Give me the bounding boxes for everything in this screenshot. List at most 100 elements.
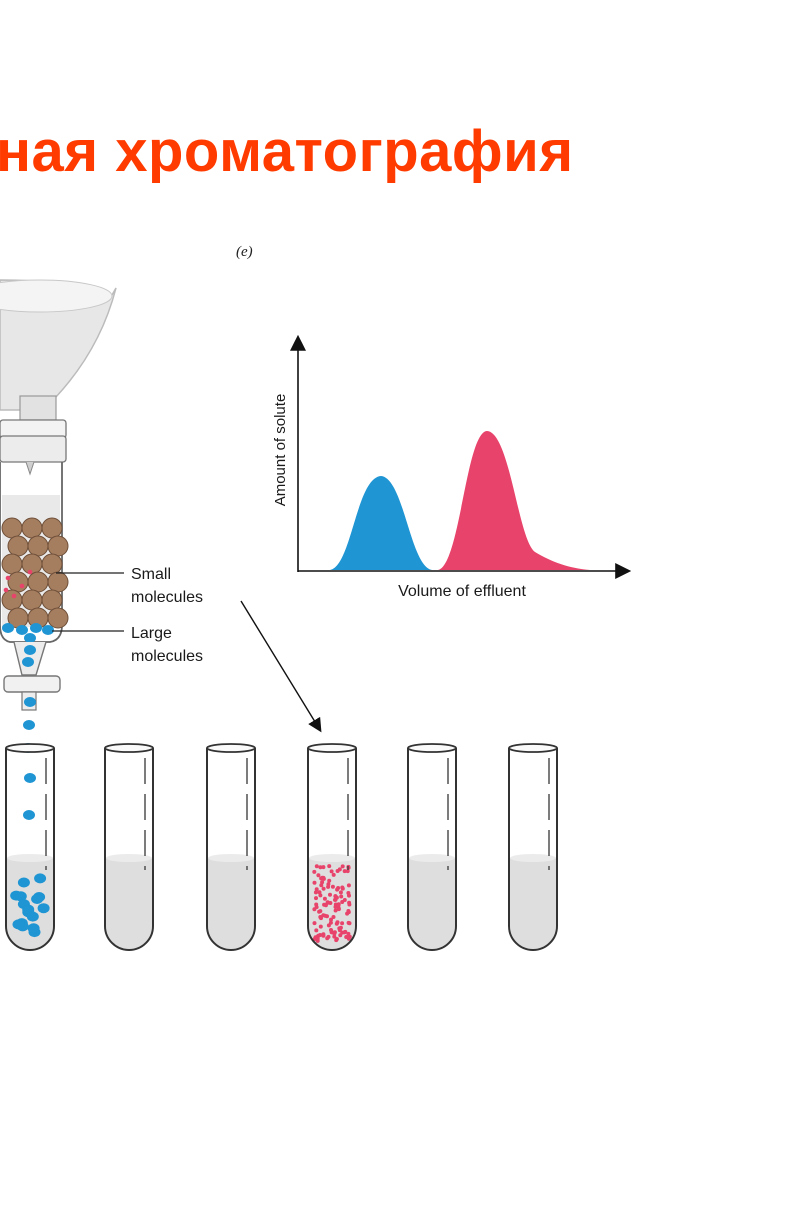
small-molecule-dot: [314, 887, 319, 892]
small-molecule-dot: [332, 931, 337, 936]
tube-rim: [206, 743, 256, 753]
column-packing-beads: [1, 517, 69, 643]
small-molecule-dot: [316, 873, 321, 878]
small-molecule-dot: [325, 900, 330, 905]
small-molecule-dot: [314, 902, 319, 907]
packing-bead: [41, 589, 63, 611]
small-molecule-dot: [19, 583, 25, 589]
large-molecule-drop: [24, 773, 36, 783]
small-molecule-dot: [319, 916, 323, 921]
packing-bead: [1, 517, 23, 539]
small-molecule-dot: [319, 883, 324, 888]
small-molecule-dot: [314, 896, 318, 901]
small-molecule-dot: [339, 894, 344, 899]
test-tube-6: [508, 743, 558, 951]
small-molecule-dot: [321, 886, 326, 891]
large-molecule-dot: [16, 625, 28, 635]
tube-liquid: [106, 858, 152, 949]
graph-x-axis-label: Volume of effluent: [398, 583, 526, 600]
tube-liquid-surface: [409, 854, 455, 862]
small-molecule-dot: [312, 880, 317, 885]
tube-glass: [508, 748, 558, 951]
small-molecule-dot: [331, 915, 336, 919]
packing-bead: [21, 589, 43, 611]
small-molecule-dot: [320, 875, 325, 880]
packing-bead: [7, 535, 29, 557]
small-molecule-dot: [27, 569, 33, 575]
small-molecule-dot: [332, 934, 337, 939]
large-molecule-dot: [26, 911, 39, 922]
packing-bead: [47, 571, 69, 593]
column-outlet: [3, 641, 61, 711]
small-molecule-dot: [314, 864, 319, 869]
tube-rim: [104, 743, 154, 753]
small-molecule-dot: [328, 901, 333, 905]
small-molecule-dot: [345, 869, 350, 874]
small-molecule-dot: [331, 872, 336, 877]
small-molecule-dot: [340, 921, 345, 926]
small-molecule-dot: [312, 921, 317, 926]
small-molecules-label-line1: Small: [131, 566, 171, 583]
large-molecule-dot: [37, 903, 50, 914]
tube-rim: [407, 743, 457, 753]
packing-bead: [27, 571, 49, 593]
small-molecule-dot: [317, 909, 322, 914]
slide-title: ная хроматография: [0, 119, 574, 184]
packing-bead: [1, 589, 23, 611]
small-molecule-dot: [340, 930, 345, 935]
panel-label: (e): [236, 244, 253, 260]
tube-glass: [5, 748, 55, 951]
large-molecule-dot: [10, 890, 23, 901]
small-molecule-dot: [326, 934, 331, 939]
small-molecule-dot: [340, 885, 345, 890]
small-molecule-dot: [335, 887, 340, 892]
small-molecule-dot: [313, 890, 318, 895]
small-molecule-dot: [326, 923, 331, 928]
packing-bead: [41, 553, 63, 575]
large-molecule-dot: [2, 623, 14, 633]
small-molecule-dot: [323, 913, 328, 918]
packing-bead: [41, 517, 63, 539]
tube-liquid: [208, 858, 254, 949]
small-molecule-dot: [314, 928, 319, 933]
small-molecule-dot: [322, 896, 327, 901]
small-molecule-dot: [334, 937, 339, 941]
tube-liquid: [510, 858, 556, 949]
small-molecule-dot: [337, 867, 342, 872]
small-molecule-dot: [338, 890, 343, 895]
tube-liquid-surface: [208, 854, 254, 862]
tube-liquid-surface: [510, 854, 556, 862]
small-molecule-dot: [336, 903, 341, 908]
test-tube-2: [104, 743, 154, 951]
small-molecule-dot: [340, 864, 345, 869]
column-stopper: [0, 419, 67, 463]
small-molecule-dot: [347, 902, 352, 907]
tube-liquid: [409, 858, 455, 949]
small-molecule-dot: [321, 933, 326, 938]
large-molecule-drop: [23, 810, 35, 820]
small-molecule-dot: [11, 593, 17, 599]
large-molecules-peak: [330, 476, 432, 570]
small-molecule-dot: [330, 884, 335, 889]
large-molecule-dot: [24, 633, 36, 643]
large-molecule-dot: [31, 894, 44, 904]
test-tube-5: [407, 743, 457, 951]
small-molecule-dot: [326, 882, 331, 887]
packing-bead: [21, 517, 43, 539]
large-molecule-dot: [17, 877, 30, 888]
tube-liquid-surface: [106, 854, 152, 862]
tube-rim: [307, 743, 357, 753]
small-molecule-dot: [318, 865, 323, 870]
small-molecule-dot: [328, 892, 332, 897]
large-molecule-dot: [42, 625, 54, 635]
small-molecule-dot: [318, 933, 323, 937]
elution-graph: Amount of solute Volume of effluent: [272, 334, 632, 600]
large-molecule-drop: [22, 657, 34, 667]
small-molecule-dot: [347, 921, 352, 926]
small-molecule-dot: [312, 869, 317, 874]
small-molecule-dot: [5, 575, 11, 581]
packing-bead: [47, 535, 69, 557]
test-tube-3: [206, 743, 256, 951]
large-molecule-dot: [34, 873, 47, 884]
packing-bead: [47, 607, 69, 629]
